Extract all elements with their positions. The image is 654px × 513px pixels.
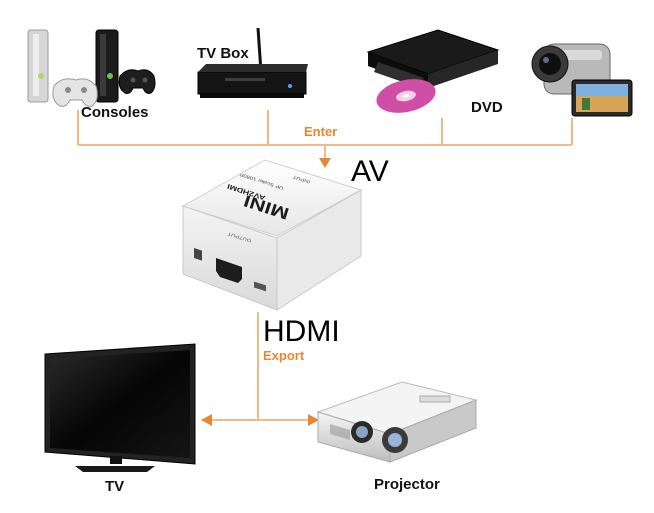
output-bus-lines [210, 312, 310, 421]
tv-box-label: TV Box [197, 45, 249, 62]
power-port-icon [194, 248, 202, 261]
input-bus-lines [77, 110, 573, 160]
av2hdmi-converter: MINI AV2HDMI UP Scaler 1080P INPUT OUTPU… [181, 159, 363, 311]
export-label: Export [263, 348, 305, 363]
converter-input-label: INPUT [292, 173, 311, 184]
projector-label: Projector [374, 476, 440, 493]
hdmi-port-icon [216, 258, 242, 283]
tv-box-icon [197, 27, 308, 98]
tv-arrow-icon [201, 414, 212, 426]
dvd-label: DVD [471, 99, 503, 116]
dvd-player-icon [366, 29, 500, 113]
enter-label: Enter [304, 124, 338, 139]
enter-arrow-icon [319, 158, 331, 168]
tv-icon [44, 343, 196, 472]
hdmi-signal-label: HDMI [263, 315, 340, 348]
av-signal-label: AV [351, 155, 389, 188]
consoles-label: Consoles [81, 104, 149, 121]
consoles-icon [27, 29, 156, 107]
projector-icon [316, 381, 478, 463]
camcorder-icon [531, 43, 633, 117]
usb-port-icon [254, 281, 266, 292]
projector-arrow-icon [308, 414, 319, 426]
tv-label: TV [105, 478, 125, 495]
